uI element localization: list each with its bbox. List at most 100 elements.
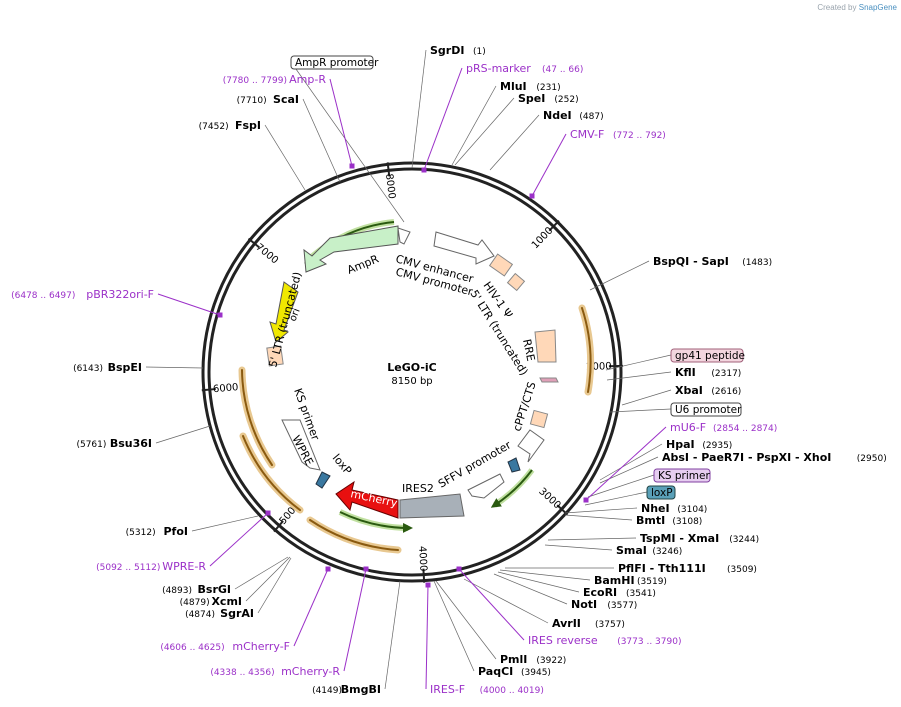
primer-label-position: (3773 .. 3790) bbox=[617, 637, 681, 647]
tick-label: 8000 bbox=[383, 173, 397, 200]
site-label: BmgBI(4149) bbox=[312, 683, 381, 696]
site-leader bbox=[302, 98, 341, 183]
site-leader bbox=[454, 97, 515, 166]
orf-arcs bbox=[238, 304, 595, 554]
site-leader bbox=[191, 515, 259, 532]
primer-label-name: mCherry-F bbox=[232, 640, 290, 653]
boxed-feature-label: loxP bbox=[646, 485, 676, 500]
site-leader bbox=[599, 443, 663, 481]
ampr-promoter-shape bbox=[397, 227, 411, 245]
site-leader bbox=[145, 366, 204, 369]
site-label-name: HpaI bbox=[666, 438, 695, 451]
boxed-feature-name: gp41 peptide bbox=[675, 350, 745, 362]
boxed-feature-name: loxP bbox=[651, 487, 673, 499]
site-label-name: SpeI bbox=[518, 92, 545, 105]
primer-leader bbox=[531, 133, 567, 197]
mcherry-shape bbox=[335, 480, 399, 519]
credit-prefix: Created by bbox=[817, 3, 857, 12]
boxed-feature-label: gp41 peptide bbox=[670, 348, 745, 363]
primer-label-position: (5092 .. 5112) bbox=[96, 563, 160, 573]
leader-lines bbox=[145, 49, 672, 690]
primer-label: WPRE-R(5092 .. 5112) bbox=[96, 560, 206, 573]
feature-shapes bbox=[266, 225, 559, 519]
hiv-psi-shape bbox=[488, 253, 514, 277]
site-label-name: PaqCI bbox=[478, 665, 513, 678]
primer-site-mark bbox=[363, 566, 369, 572]
site-leader bbox=[621, 389, 672, 406]
loxp-right-shape bbox=[507, 457, 521, 473]
site-label-name: NdeI bbox=[543, 109, 572, 122]
site-label: NotI(3577) bbox=[571, 598, 637, 611]
site-label-name: AbsI - PaeR7I - PspXI - XhoI bbox=[662, 451, 831, 464]
cppt-shape bbox=[529, 409, 549, 429]
primer-leader bbox=[209, 512, 269, 567]
tick-label: 4000 bbox=[416, 546, 428, 572]
site-label-name: BsrGI bbox=[198, 583, 231, 596]
feature-label-loxp: loxP bbox=[330, 452, 355, 478]
site-label-name: TspMI - XmaI bbox=[640, 532, 719, 545]
site-label-name: BamHI bbox=[594, 574, 635, 587]
primer-site-mark bbox=[421, 167, 427, 173]
site-label-name: NheI bbox=[641, 502, 670, 515]
site-label: SgrAI(4874) bbox=[185, 607, 254, 620]
tick-mark bbox=[386, 162, 391, 177]
site-label-position: (1483) bbox=[742, 258, 772, 268]
site-leader bbox=[451, 85, 497, 166]
site-label-position: (231) bbox=[536, 83, 560, 93]
feature-label-ori: ori bbox=[288, 307, 303, 323]
primer-label: Amp-R(7780 .. 7799) bbox=[223, 73, 327, 86]
primer-leader bbox=[329, 78, 353, 167]
primer-label-position: (7780 .. 7799) bbox=[223, 76, 287, 86]
site-label-position: (6143) bbox=[73, 364, 103, 374]
site-label: SmaI(3246) bbox=[616, 544, 682, 557]
primer-label: pRS-marker(47 .. 66) bbox=[466, 62, 583, 75]
primer-leader-lines bbox=[157, 67, 667, 690]
site-label-position: (4149) bbox=[312, 686, 342, 696]
primer-label-name: WPRE-R bbox=[162, 560, 206, 573]
site-label-position: (2616) bbox=[711, 387, 741, 397]
primer-site-mark bbox=[529, 193, 535, 199]
primer-leader bbox=[423, 67, 463, 171]
outer-labels: SgrDI(1)MluI(231)SpeI(252)NdeI(487)BspQI… bbox=[11, 44, 887, 696]
site-leader bbox=[564, 507, 638, 514]
site-label-position: (252) bbox=[554, 95, 578, 105]
primer-label-name: Amp-R bbox=[289, 73, 326, 86]
wpre-shape bbox=[281, 419, 321, 471]
site-label: BamHI(3519) bbox=[594, 574, 667, 587]
boxed-feature-label: KS primer bbox=[653, 468, 711, 483]
site-label-name: NotI bbox=[571, 598, 597, 611]
site-label: BmtI(3108) bbox=[636, 514, 702, 527]
site-label: PaqCI (3945) bbox=[478, 665, 551, 678]
boxed-feature-box bbox=[653, 468, 711, 483]
boxed-feature-leader bbox=[290, 61, 405, 223]
primer-label-name: pBR322ori-F bbox=[86, 288, 154, 301]
primer-label-name: IRES-F bbox=[430, 683, 465, 696]
tick-label: 2000 bbox=[586, 361, 612, 373]
site-label: FspI(7452) bbox=[199, 119, 261, 132]
site-label-name: PmlI bbox=[500, 653, 527, 666]
snapgene-credit: Created by SnapGene bbox=[817, 3, 897, 12]
site-leader bbox=[564, 514, 633, 521]
site-label-name: KflI bbox=[675, 366, 696, 379]
site-leader bbox=[433, 580, 475, 672]
site-leader bbox=[435, 580, 497, 660]
primer-label-position: (4338 .. 4356) bbox=[210, 668, 274, 678]
site-label-position: (3945) bbox=[521, 668, 551, 678]
site-leader bbox=[463, 578, 549, 624]
primer-label-position: (2854 .. 2874) bbox=[713, 424, 777, 434]
primer-label-position: (4606 .. 4625) bbox=[160, 643, 224, 653]
site-label-position: (1) bbox=[473, 47, 486, 57]
boxed-feature-box bbox=[290, 55, 374, 70]
primer-site-mark bbox=[217, 312, 223, 318]
primer-label: IRES-F(4000 .. 4019) bbox=[430, 683, 544, 696]
primer-label-name: IRES reverse bbox=[528, 634, 598, 647]
primer-leader bbox=[585, 426, 667, 501]
site-label: KflI(2317) bbox=[675, 366, 741, 379]
site-label-name: ScaI bbox=[273, 93, 299, 106]
site-label-name: FspI bbox=[235, 119, 261, 132]
site-label-position: (3244) bbox=[729, 535, 759, 545]
site-label-name: BspQI - SapI bbox=[653, 255, 729, 268]
site-label: SgrDI(1) bbox=[430, 44, 486, 57]
site-label: Bsu36I(5761) bbox=[76, 437, 152, 450]
site-label: TspMI - XmaI (3244) bbox=[640, 532, 759, 545]
